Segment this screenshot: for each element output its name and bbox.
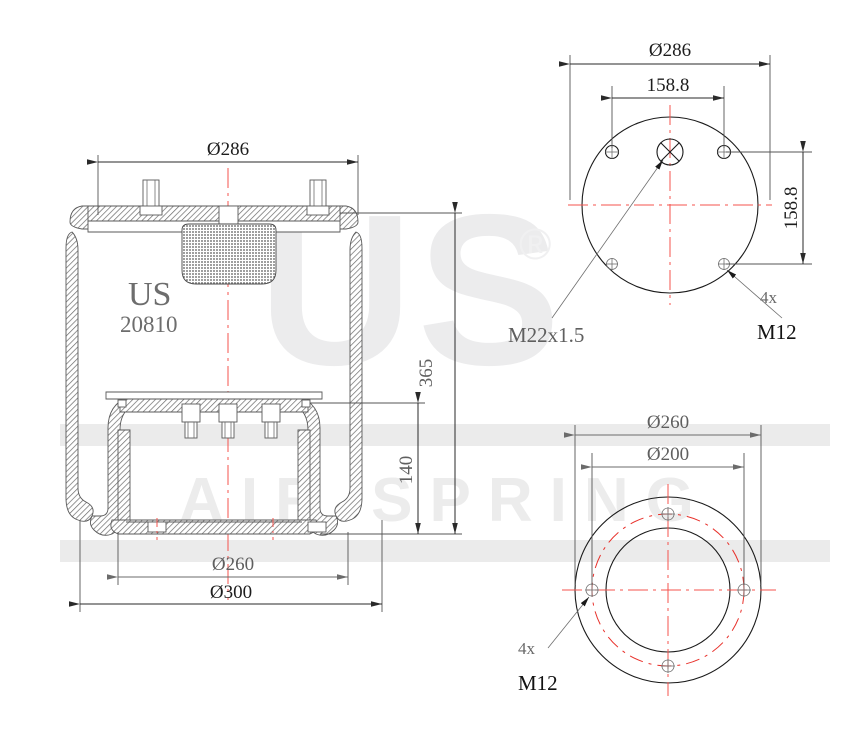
callout-air-port-label: M22x1.5	[508, 323, 584, 347]
piston-hole-right	[737, 583, 751, 597]
bellows-wall-right	[334, 231, 363, 522]
top-cover-plate	[87, 205, 341, 222]
dimension-overall-height-label: 365	[416, 359, 437, 388]
callout-top-plate-studs-label: M12	[757, 320, 797, 344]
piston-base-boss-right	[307, 521, 327, 533]
bellows-fold-left	[89, 395, 183, 536]
air-port-symbol	[656, 138, 684, 166]
dimension-piston-height: 140	[310, 392, 425, 534]
piston-hole-bottom	[661, 659, 675, 673]
piston-bolt-left	[181, 403, 201, 439]
piston-hole-left	[585, 583, 599, 597]
piston-wall-right	[297, 429, 311, 521]
dimension-piston-outer-dia: Ø260	[564, 412, 762, 585]
dimension-bolt-spacing-horizontal-label: 158.8	[647, 75, 690, 96]
brand-logo-text: US	[128, 276, 171, 313]
brand-part-number: 20810	[120, 312, 178, 337]
mounting-stud-left	[139, 179, 163, 216]
dimension-outer-top-dia: Ø286	[87, 139, 359, 215]
dimension-overall-height: 365	[320, 202, 462, 535]
dimension-piston-dia: Ø260	[107, 532, 349, 585]
piston-hole-top	[661, 507, 675, 521]
dimension-bellows-max-dia-label: Ø300	[210, 582, 252, 603]
dimension-top-plate-dia: Ø286	[559, 40, 771, 200]
dimension-piston-height-label: 140	[396, 456, 417, 485]
callout-top-plate-studs: 4x M12	[726, 269, 797, 344]
callout-air-port: M22x1.5	[508, 159, 664, 347]
dimension-outer-top-dia-label: Ø286	[207, 139, 249, 160]
dimension-piston-bolt-circle-dia: Ø200	[581, 444, 745, 585]
callout-piston-studs: 4x M12	[518, 596, 590, 695]
callout-piston-studs-label: M12	[518, 671, 558, 695]
piston-rivet-right	[301, 399, 311, 408]
bottom-piston-view: 4x M12 Ø260 Ø200	[518, 412, 776, 696]
dimension-piston-outer-dia-label: Ø260	[647, 412, 689, 433]
piston-wall-left	[117, 429, 131, 521]
internal-bumper	[181, 223, 277, 285]
dimension-bolt-spacing-horizontal: 158.8	[601, 75, 725, 148]
stud-hole-bottom-left	[606, 258, 618, 270]
top-plate-view: M22x1.5 4x M12 Ø286 158.8	[508, 40, 812, 347]
dimension-bellows-max-dia: Ø300	[69, 520, 383, 612]
piston-bolt-right	[261, 403, 281, 439]
cross-section-view: US 20810 Ø286 365 140	[65, 139, 462, 612]
dimension-bolt-spacing-vertical-label: 158.8	[781, 187, 802, 230]
bellows-fold-right	[245, 395, 339, 536]
dimension-piston-dia-label: Ø260	[212, 554, 254, 575]
mounting-stud-right	[306, 179, 330, 216]
dimension-piston-bolt-circle-dia-label: Ø200	[647, 444, 689, 465]
callout-top-plate-studs-count: 4x	[760, 288, 778, 307]
piston-cover-plate	[105, 391, 323, 400]
dimension-top-plate-dia-label: Ø286	[649, 40, 691, 61]
piston-rivet-left	[117, 399, 127, 408]
bellows-wall-left	[65, 231, 94, 522]
dimension-bolt-spacing-vertical: 158.8	[726, 141, 812, 265]
piston-bolt-center	[218, 403, 238, 439]
callout-piston-studs-count: 4x	[518, 639, 536, 658]
